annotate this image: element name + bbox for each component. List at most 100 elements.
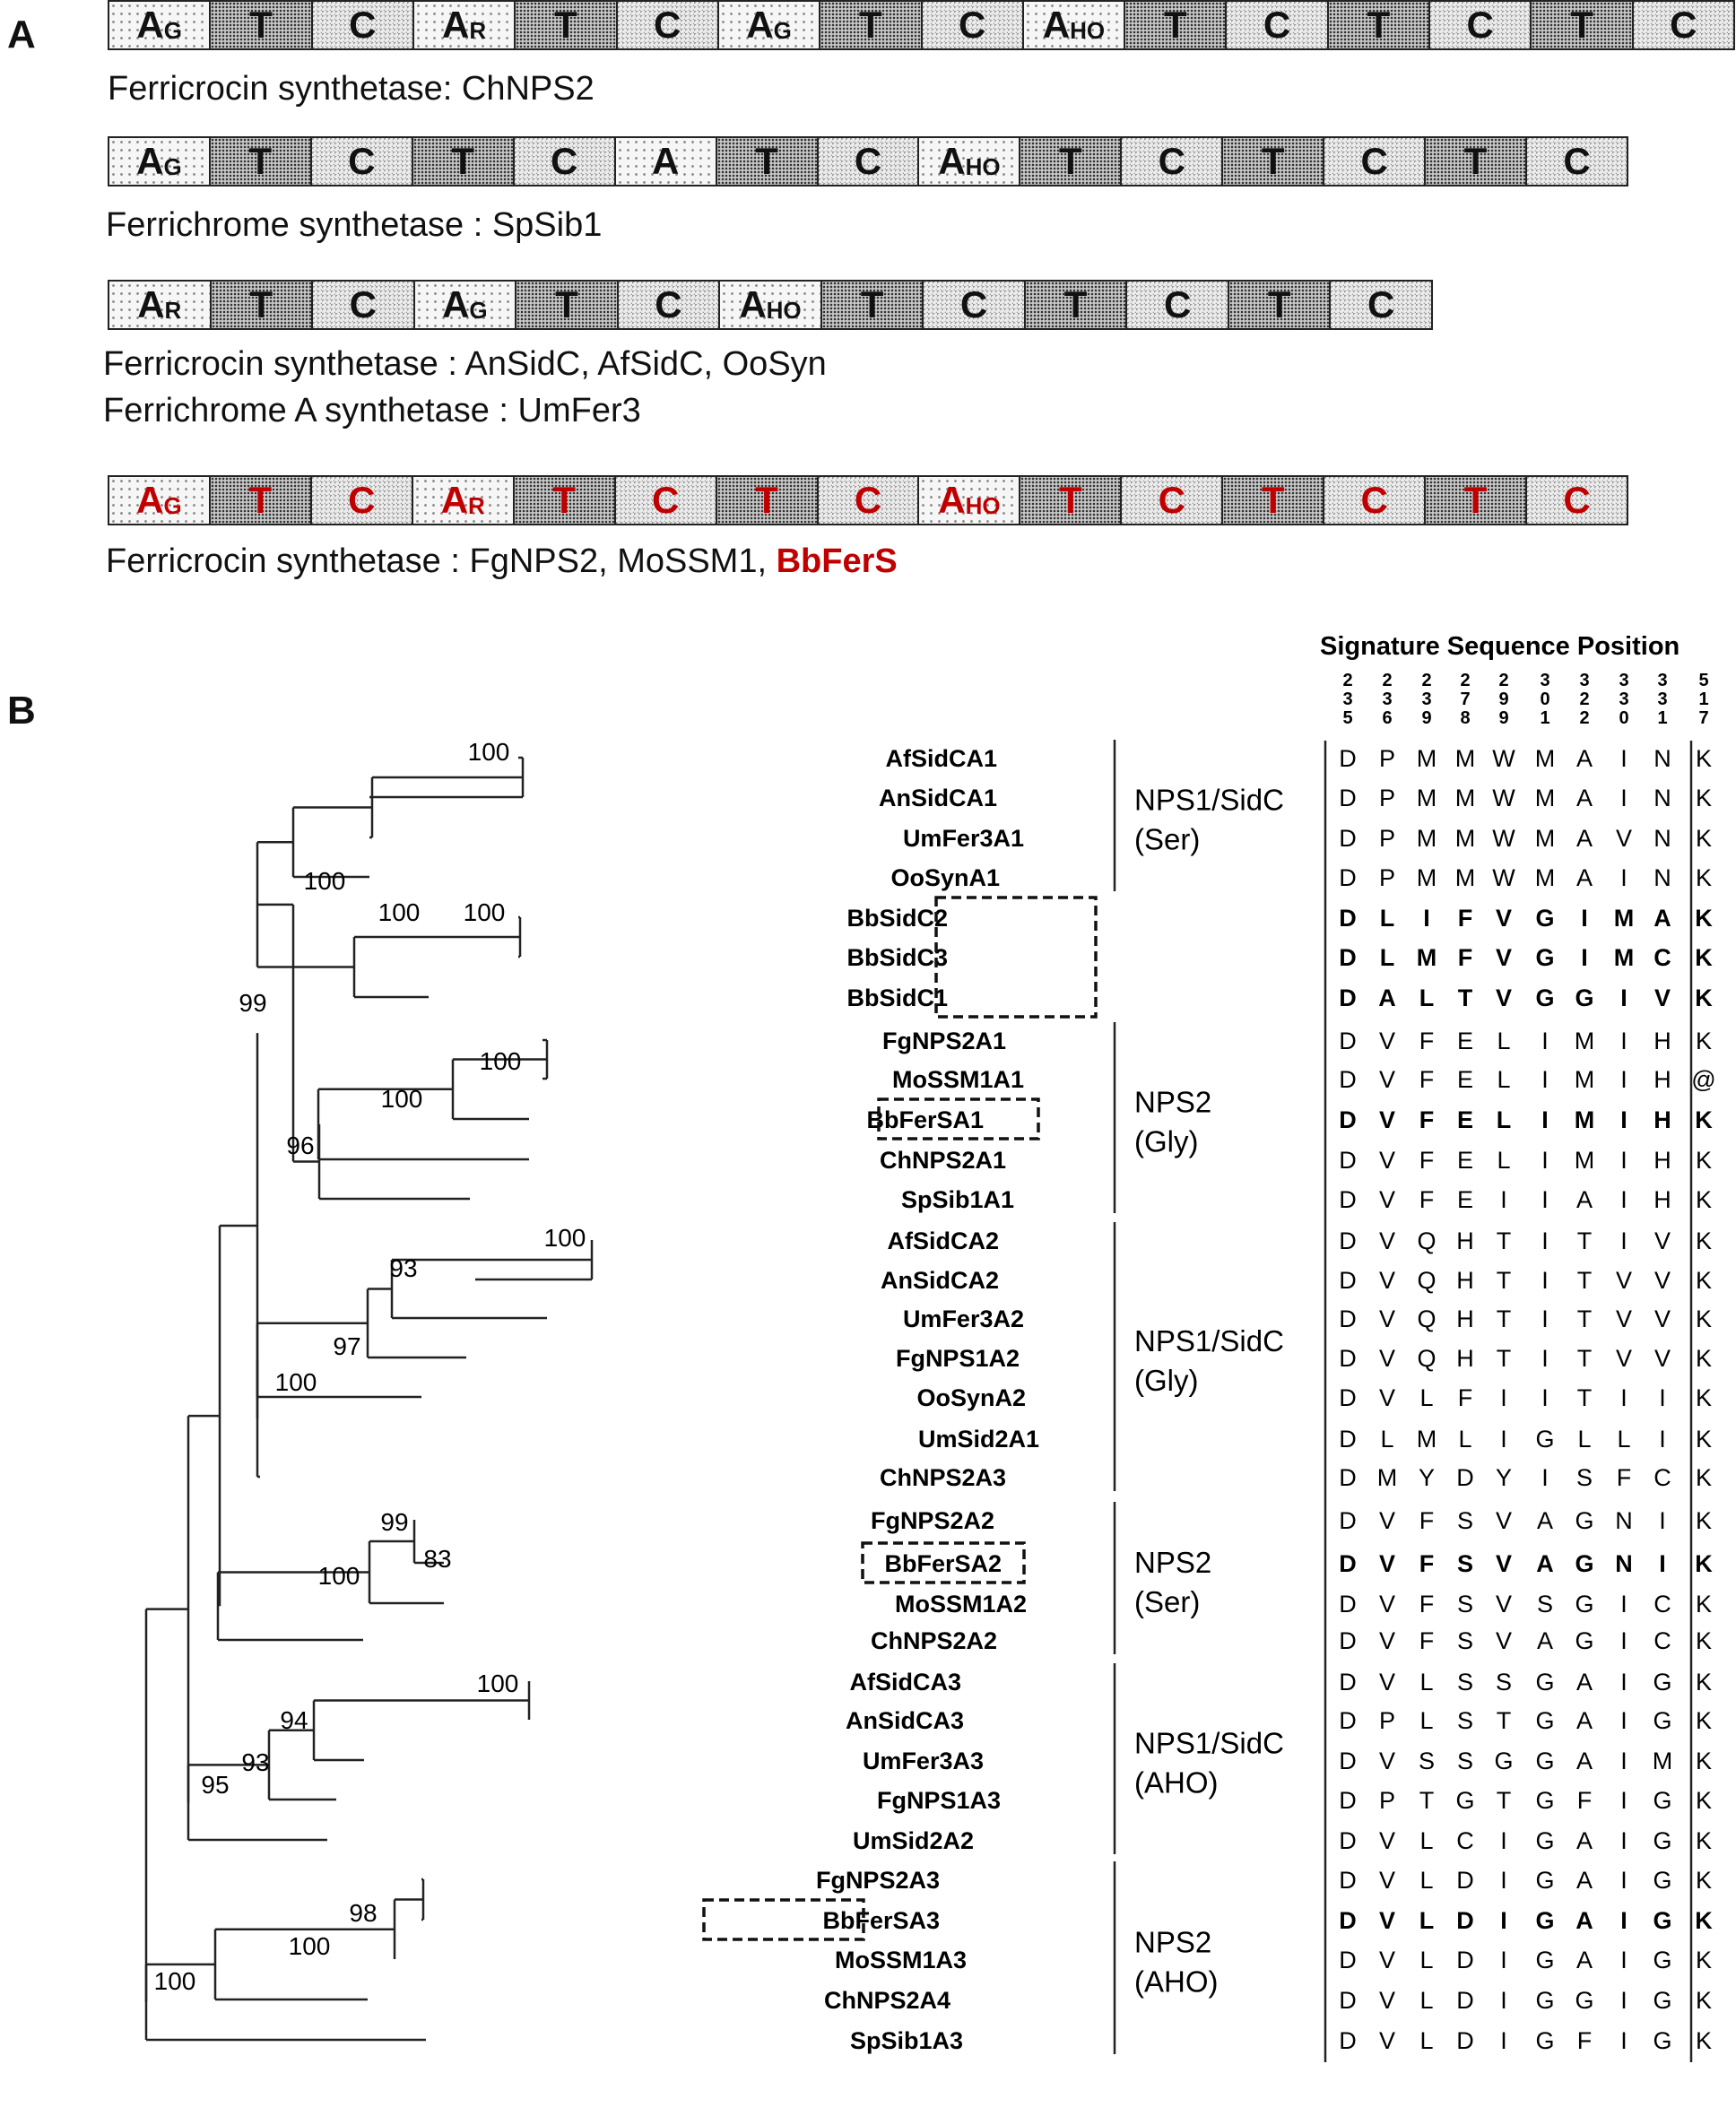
signature-residue: D xyxy=(1339,944,1357,971)
signature-residue: L xyxy=(1419,984,1435,1011)
group-label: NPS2 xyxy=(1134,1926,1211,1959)
position-digit: 0 xyxy=(1540,690,1549,709)
signature-residue: D xyxy=(1339,1227,1357,1254)
signature-residue: G xyxy=(1653,1947,1671,1973)
signature-residue: G xyxy=(1653,1669,1671,1696)
highlight-dashed-box xyxy=(702,1898,865,1941)
domain-box-T: T xyxy=(515,280,619,330)
signature-title: Signature Sequence Position xyxy=(1320,632,1680,661)
leaf-label: AfSidCA2 xyxy=(887,1227,999,1254)
signature-residue: D xyxy=(1339,984,1357,1011)
group-label: (Ser) xyxy=(1134,1585,1200,1618)
signature-residue: G xyxy=(1653,1987,1671,2014)
signature-residue: L xyxy=(1380,944,1395,971)
signature-residue: K xyxy=(1695,1550,1713,1577)
signature-residue: D xyxy=(1339,1507,1357,1534)
signature-residue: F xyxy=(1419,1106,1435,1133)
signature-residue: I xyxy=(1620,1147,1628,1174)
domain-box-C: C xyxy=(512,136,616,186)
signature-residue: V xyxy=(1379,1987,1395,2014)
highlight-dashed-box xyxy=(934,896,1098,1019)
signature-residue: M xyxy=(1575,1066,1595,1093)
position-digit: 2 xyxy=(1498,671,1508,690)
signature-residue: G xyxy=(1575,984,1593,1011)
signature-residue: W xyxy=(1492,864,1515,891)
leaf-label: FgNPS2A2 xyxy=(871,1507,994,1534)
signature-residue: F xyxy=(1419,1591,1435,1618)
leaf-label: MoSSM1A3 xyxy=(835,1947,967,1973)
signature-residue: Q xyxy=(1417,1345,1436,1372)
signature-residue: A xyxy=(1576,1947,1593,1973)
signature-residue: D xyxy=(1339,745,1357,772)
signature-residue: D xyxy=(1339,785,1357,811)
signature-residue: I xyxy=(1620,1627,1628,1654)
signature-residue: G xyxy=(1455,1787,1474,1814)
position-digit: 9 xyxy=(1498,690,1508,709)
signature-residue: P xyxy=(1379,745,1395,772)
domain-box-T: T xyxy=(1019,136,1123,186)
signature-residue: M xyxy=(1535,785,1556,811)
signature-residue: V xyxy=(1379,1867,1395,1894)
signature-residue: K xyxy=(1696,785,1712,811)
signature-residue: V xyxy=(1379,1947,1395,1973)
position-digit: 2 xyxy=(1460,671,1470,690)
signature-residue: I xyxy=(1541,1106,1549,1133)
signature-residue: T xyxy=(1577,1267,1593,1294)
signature-residue: V xyxy=(1379,1227,1395,1254)
signature-residue: V xyxy=(1616,1345,1632,1372)
signature-residue: E xyxy=(1457,1147,1473,1174)
position-digit: 1 xyxy=(1657,708,1667,728)
signature-residue: L xyxy=(1577,1426,1591,1453)
bootstrap-value: 100 xyxy=(468,738,510,766)
signature-residue: I xyxy=(1541,1186,1549,1213)
signature-residue: S xyxy=(1457,1507,1473,1534)
leaf-label: BbSidC2 xyxy=(846,905,948,932)
domain-box-C: C xyxy=(309,136,413,186)
signature-residue: G xyxy=(1535,1987,1554,2014)
signature-residue: M xyxy=(1575,1106,1595,1133)
signature-residue: I xyxy=(1620,1066,1628,1093)
signature-residue: V xyxy=(1616,1267,1632,1294)
signature-residue: D xyxy=(1456,1947,1474,1973)
signature-residue: A xyxy=(1576,785,1593,811)
signature-residue: H xyxy=(1456,1305,1474,1332)
leaf-label: UmFer3A1 xyxy=(903,825,1024,852)
leaf-label: BbFerSA2 xyxy=(884,1550,1002,1577)
domain-box-C: C xyxy=(1323,475,1427,525)
signature-residue: N xyxy=(1654,825,1671,852)
signature-residue: K xyxy=(1695,905,1713,932)
signature-residue: A xyxy=(1536,1550,1554,1577)
signature-residue: K xyxy=(1696,1787,1712,1814)
signature-residue: S xyxy=(1537,1591,1553,1618)
signature-residue: K xyxy=(1696,1426,1712,1453)
signature-residue: W xyxy=(1492,825,1515,852)
domain-box-C: C xyxy=(1525,475,1628,525)
bootstrap-value: 100 xyxy=(289,1932,331,1960)
bootstrap-value: 100 xyxy=(544,1224,586,1252)
panel-a-label: A xyxy=(7,13,36,56)
phylogenetic-tree-panel: AfSidCA1AnSidCA1UmFer3A1OoSynA1BbSidC2Bb… xyxy=(144,632,1716,2062)
domain-box-T: T xyxy=(820,280,924,330)
signature-residue: M xyxy=(1417,825,1437,852)
domain-box-T: T xyxy=(1019,475,1123,525)
signature-residue: I xyxy=(1500,1384,1507,1411)
domain-box-T: T xyxy=(209,280,314,330)
position-digit: 3 xyxy=(1619,671,1628,690)
signature-residue: M xyxy=(1535,745,1556,772)
leaf-label: MoSSM1A1 xyxy=(892,1066,1024,1093)
domain-box-C: C xyxy=(1125,280,1229,330)
signature-residue: K xyxy=(1696,1947,1712,1973)
domain-box-C: C xyxy=(922,280,1026,330)
bootstrap-value: 83 xyxy=(423,1545,451,1573)
position-digit: 0 xyxy=(1619,708,1628,728)
signature-residue: T xyxy=(1497,1305,1512,1332)
signature-residue: G xyxy=(1535,1827,1554,1854)
signature-residue: D xyxy=(1339,1426,1357,1453)
signature-residue: D xyxy=(1339,1669,1357,1696)
signature-residue: D xyxy=(1456,1907,1474,1934)
signature-residue: A xyxy=(1576,1827,1593,1854)
domain-box-C: C xyxy=(310,0,414,50)
signature-residue: I xyxy=(1620,1748,1628,1774)
